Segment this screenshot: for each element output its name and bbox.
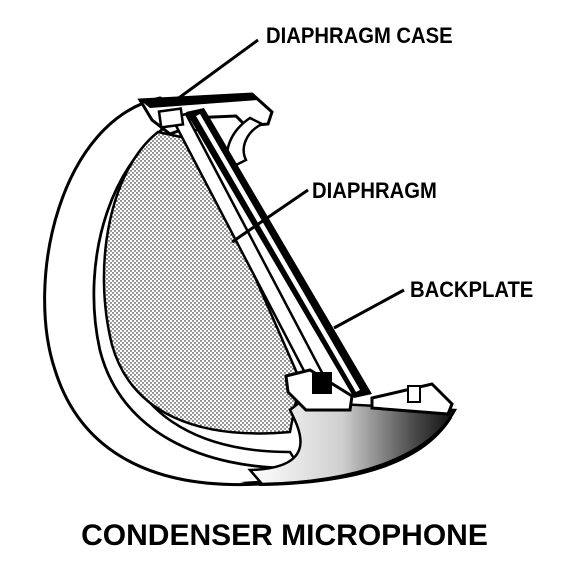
diagram-title: CONDENSER MICROPHONE [81, 519, 488, 552]
diaphragm-disc [102, 130, 302, 435]
leader-backplate [333, 288, 405, 330]
case-back-rim [225, 116, 265, 170]
label-diaphragm: DIAPHRAGM [312, 178, 437, 203]
backplate-inner [196, 114, 360, 392]
case-base-face [247, 400, 458, 486]
case-top-wall [140, 94, 258, 108]
leader-diaphragm [231, 188, 309, 244]
top-spacer [157, 107, 185, 129]
label-backplate: BACKPLATE [410, 277, 534, 302]
label-diaphragm-case: DIAPHRAGM CASE [266, 23, 453, 48]
bottom-spacer [312, 372, 332, 394]
bottom-lip-notch [407, 385, 421, 403]
leader-diaphragm-case [175, 38, 259, 102]
